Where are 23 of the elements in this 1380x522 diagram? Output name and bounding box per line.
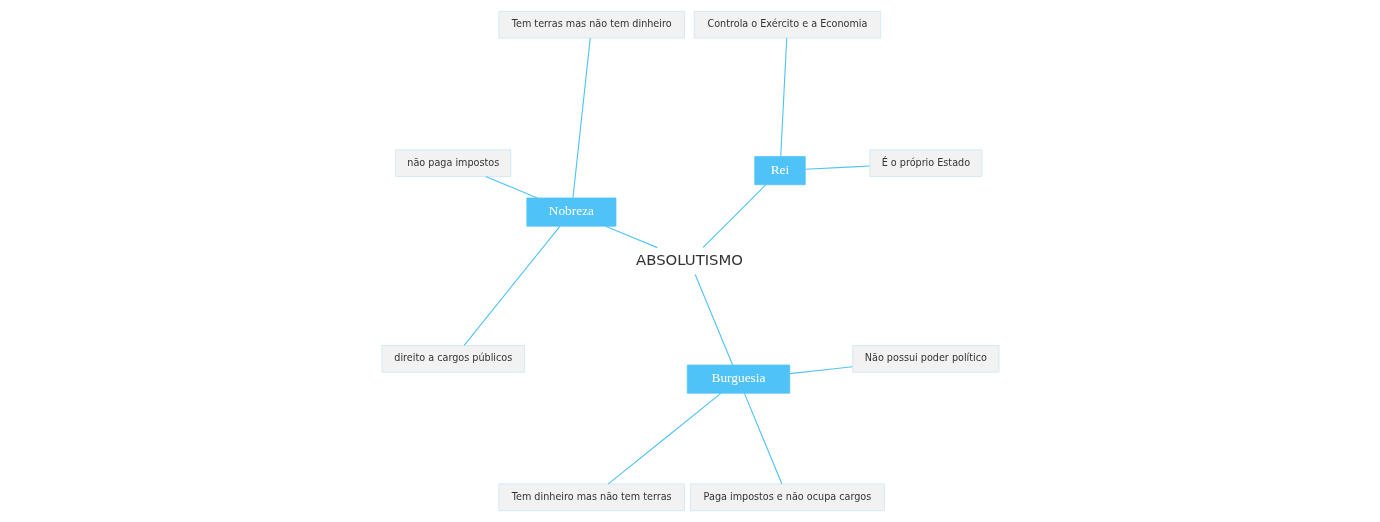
node-box: Nobreza <box>526 197 616 227</box>
node-box: Rei <box>753 156 806 186</box>
node-box: É o próprio Estado <box>868 149 982 177</box>
connector <box>702 184 766 248</box>
node-box: Tem dinheiro mas não tem terras <box>497 483 685 512</box>
connector <box>604 225 658 249</box>
node-box: Controla o Exército e a Economia <box>693 10 881 39</box>
connector <box>788 366 853 375</box>
connector <box>463 225 560 346</box>
node-box: Paga impostos e não ocupa cargos <box>689 483 885 512</box>
connector <box>484 176 538 199</box>
node-box: Tem terras mas não tem dinheiro <box>497 10 685 39</box>
connector <box>694 274 733 366</box>
connector <box>571 37 591 199</box>
node-box: não paga impostos <box>394 149 511 177</box>
node-box: Burguesia <box>686 364 790 394</box>
node-box: direito a cargos públicos <box>381 345 525 373</box>
node-box: Não possui poder político <box>851 345 999 373</box>
node-text: ABSOLUTISMO <box>635 250 743 269</box>
connector <box>779 37 787 157</box>
connector <box>607 392 721 485</box>
connector <box>804 165 870 170</box>
connector <box>743 392 782 485</box>
